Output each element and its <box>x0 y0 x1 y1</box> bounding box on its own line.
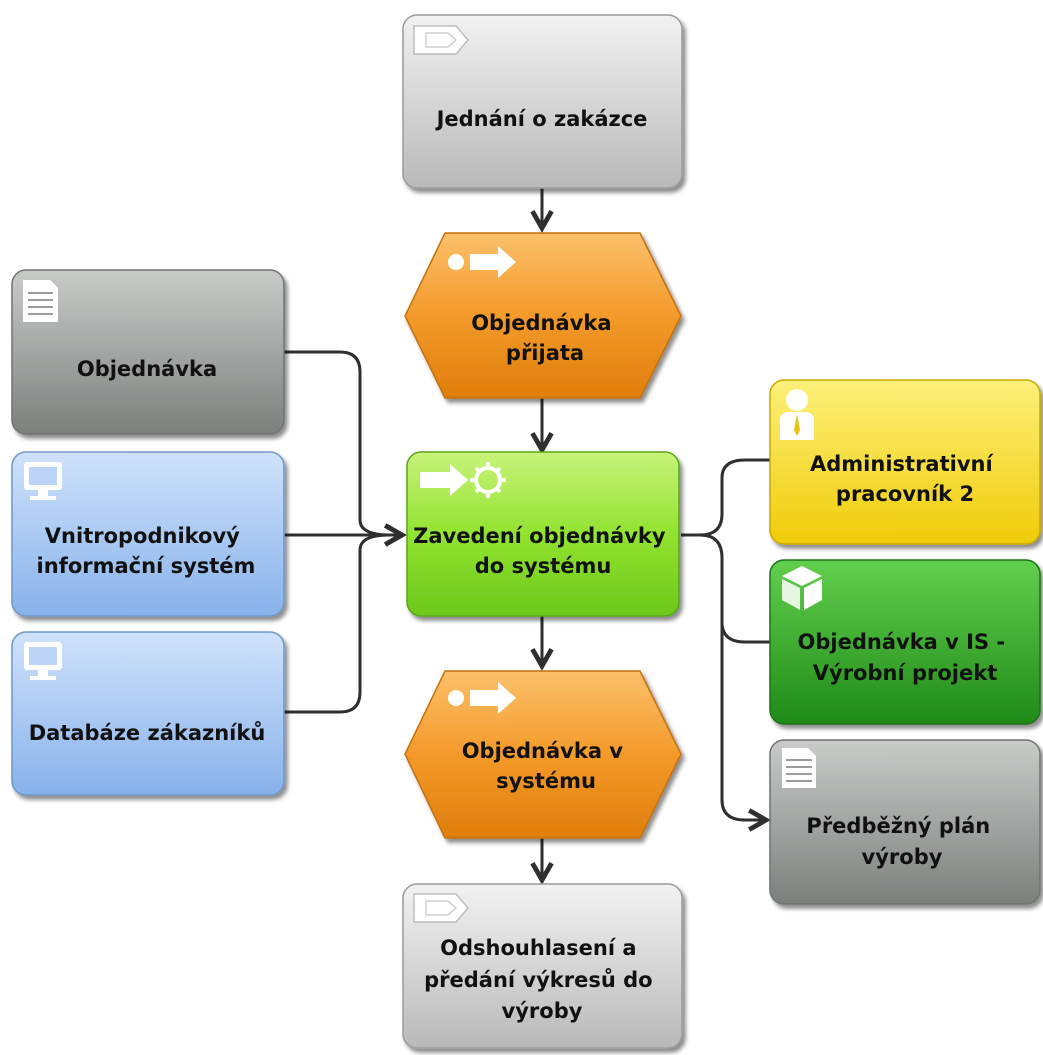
document-order[interactable]: Objednávka <box>11 269 285 435</box>
event-arrow-icon <box>448 682 516 714</box>
connector-order-doc-to-function <box>284 350 402 535</box>
document-icon <box>782 748 816 788</box>
connector-function-to-plan <box>720 620 766 820</box>
node-label: Objednávka <box>77 357 217 381</box>
node-label: Předběžný plán výroby <box>806 814 997 869</box>
object-order-production-project[interactable]: Objednávka v IS - Výrobní projekt <box>769 559 1041 725</box>
event-order-received[interactable]: Objednávka přijata <box>404 232 682 399</box>
node-label: Objednávka přijata <box>471 311 619 365</box>
process-interface-top[interactable]: Jednání o zakázce <box>402 14 683 189</box>
system-customer-database[interactable]: Databáze zákazníků <box>11 631 285 796</box>
computer-icon <box>24 462 62 500</box>
person-icon <box>780 389 814 440</box>
process-interface-bottom[interactable]: Odshouhlasení a předání výkresů do výrob… <box>402 883 683 1049</box>
node-label: Administrativní pracovník 2 <box>810 452 1000 506</box>
connector-function-to-project <box>699 533 770 644</box>
role-administrative-worker[interactable]: Administrativní pracovník 2 <box>769 379 1041 545</box>
process-interface-icon <box>413 893 469 923</box>
node-label: Databáze zákazníků <box>29 721 266 745</box>
function-order-entry[interactable]: Zavedení objednávky do systému <box>406 451 680 617</box>
node-label: Vnitropodnikový informační systém <box>37 524 256 578</box>
node-label: Objednávka v systému <box>462 739 631 793</box>
function-icon <box>420 462 506 498</box>
connector-function-to-roles <box>681 458 770 537</box>
document-preliminary-plan[interactable]: Předběžný plán výroby <box>769 739 1041 905</box>
node-label: Odshouhlasení a předání výkresů do výrob… <box>424 936 660 1023</box>
connectors <box>284 188 770 880</box>
node-label: Jednání o zakázce <box>435 107 648 131</box>
connector-customer-db-to-function <box>284 533 391 714</box>
node-label: Objednávka v IS - Výrobní projekt <box>798 630 1013 685</box>
process-interface-icon <box>413 25 469 55</box>
computer-icon <box>24 642 62 680</box>
document-icon <box>23 280 58 322</box>
event-arrow-icon <box>448 246 516 278</box>
event-order-in-system[interactable]: Objednávka v systému <box>404 670 682 839</box>
node-label: Zavedení objednávky do systému <box>413 524 673 578</box>
system-internal-is[interactable]: Vnitropodnikový informační systém <box>11 451 285 617</box>
cube-icon <box>782 566 822 610</box>
